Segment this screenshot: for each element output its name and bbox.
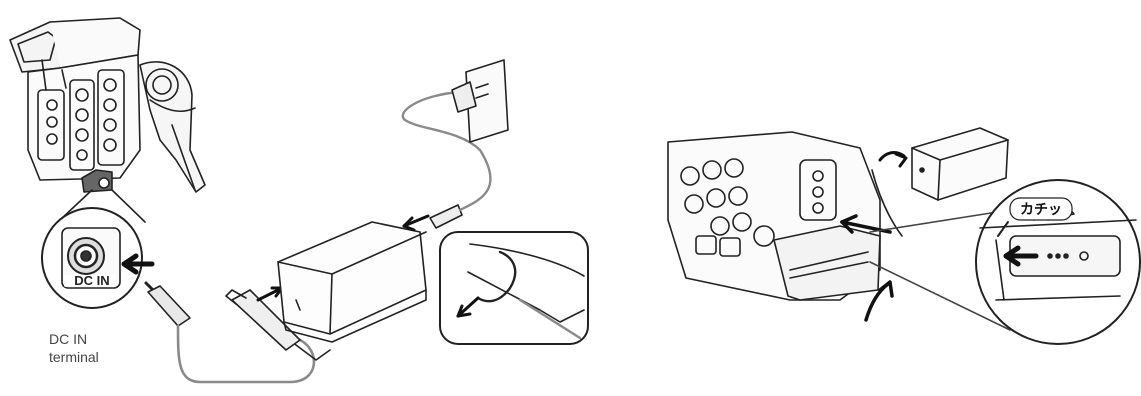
dc-in-caption-line1: DC IN — [49, 331, 88, 347]
dc-in-insert-arrow — [121, 253, 155, 275]
camera-body — [9, 17, 206, 193]
battery-pack — [911, 127, 1009, 201]
camera-side-closeup — [667, 131, 881, 301]
power-cord — [401, 59, 509, 232]
ac-adapter — [277, 221, 427, 343]
cable-tie-inset — [439, 231, 589, 345]
dc-in-terminal-caption: DC IN terminal — [49, 330, 99, 366]
adapter-insert-arrow — [256, 286, 284, 302]
click-sound-label: カチッ — [1020, 202, 1062, 218]
dc-in-caption-line2: terminal — [49, 349, 99, 365]
dc-in-port-label: DC IN — [74, 273, 109, 288]
click-magnifier — [869, 179, 1141, 345]
dc-in-magnifier — [41, 189, 146, 309]
dc-cable — [144, 281, 331, 384]
